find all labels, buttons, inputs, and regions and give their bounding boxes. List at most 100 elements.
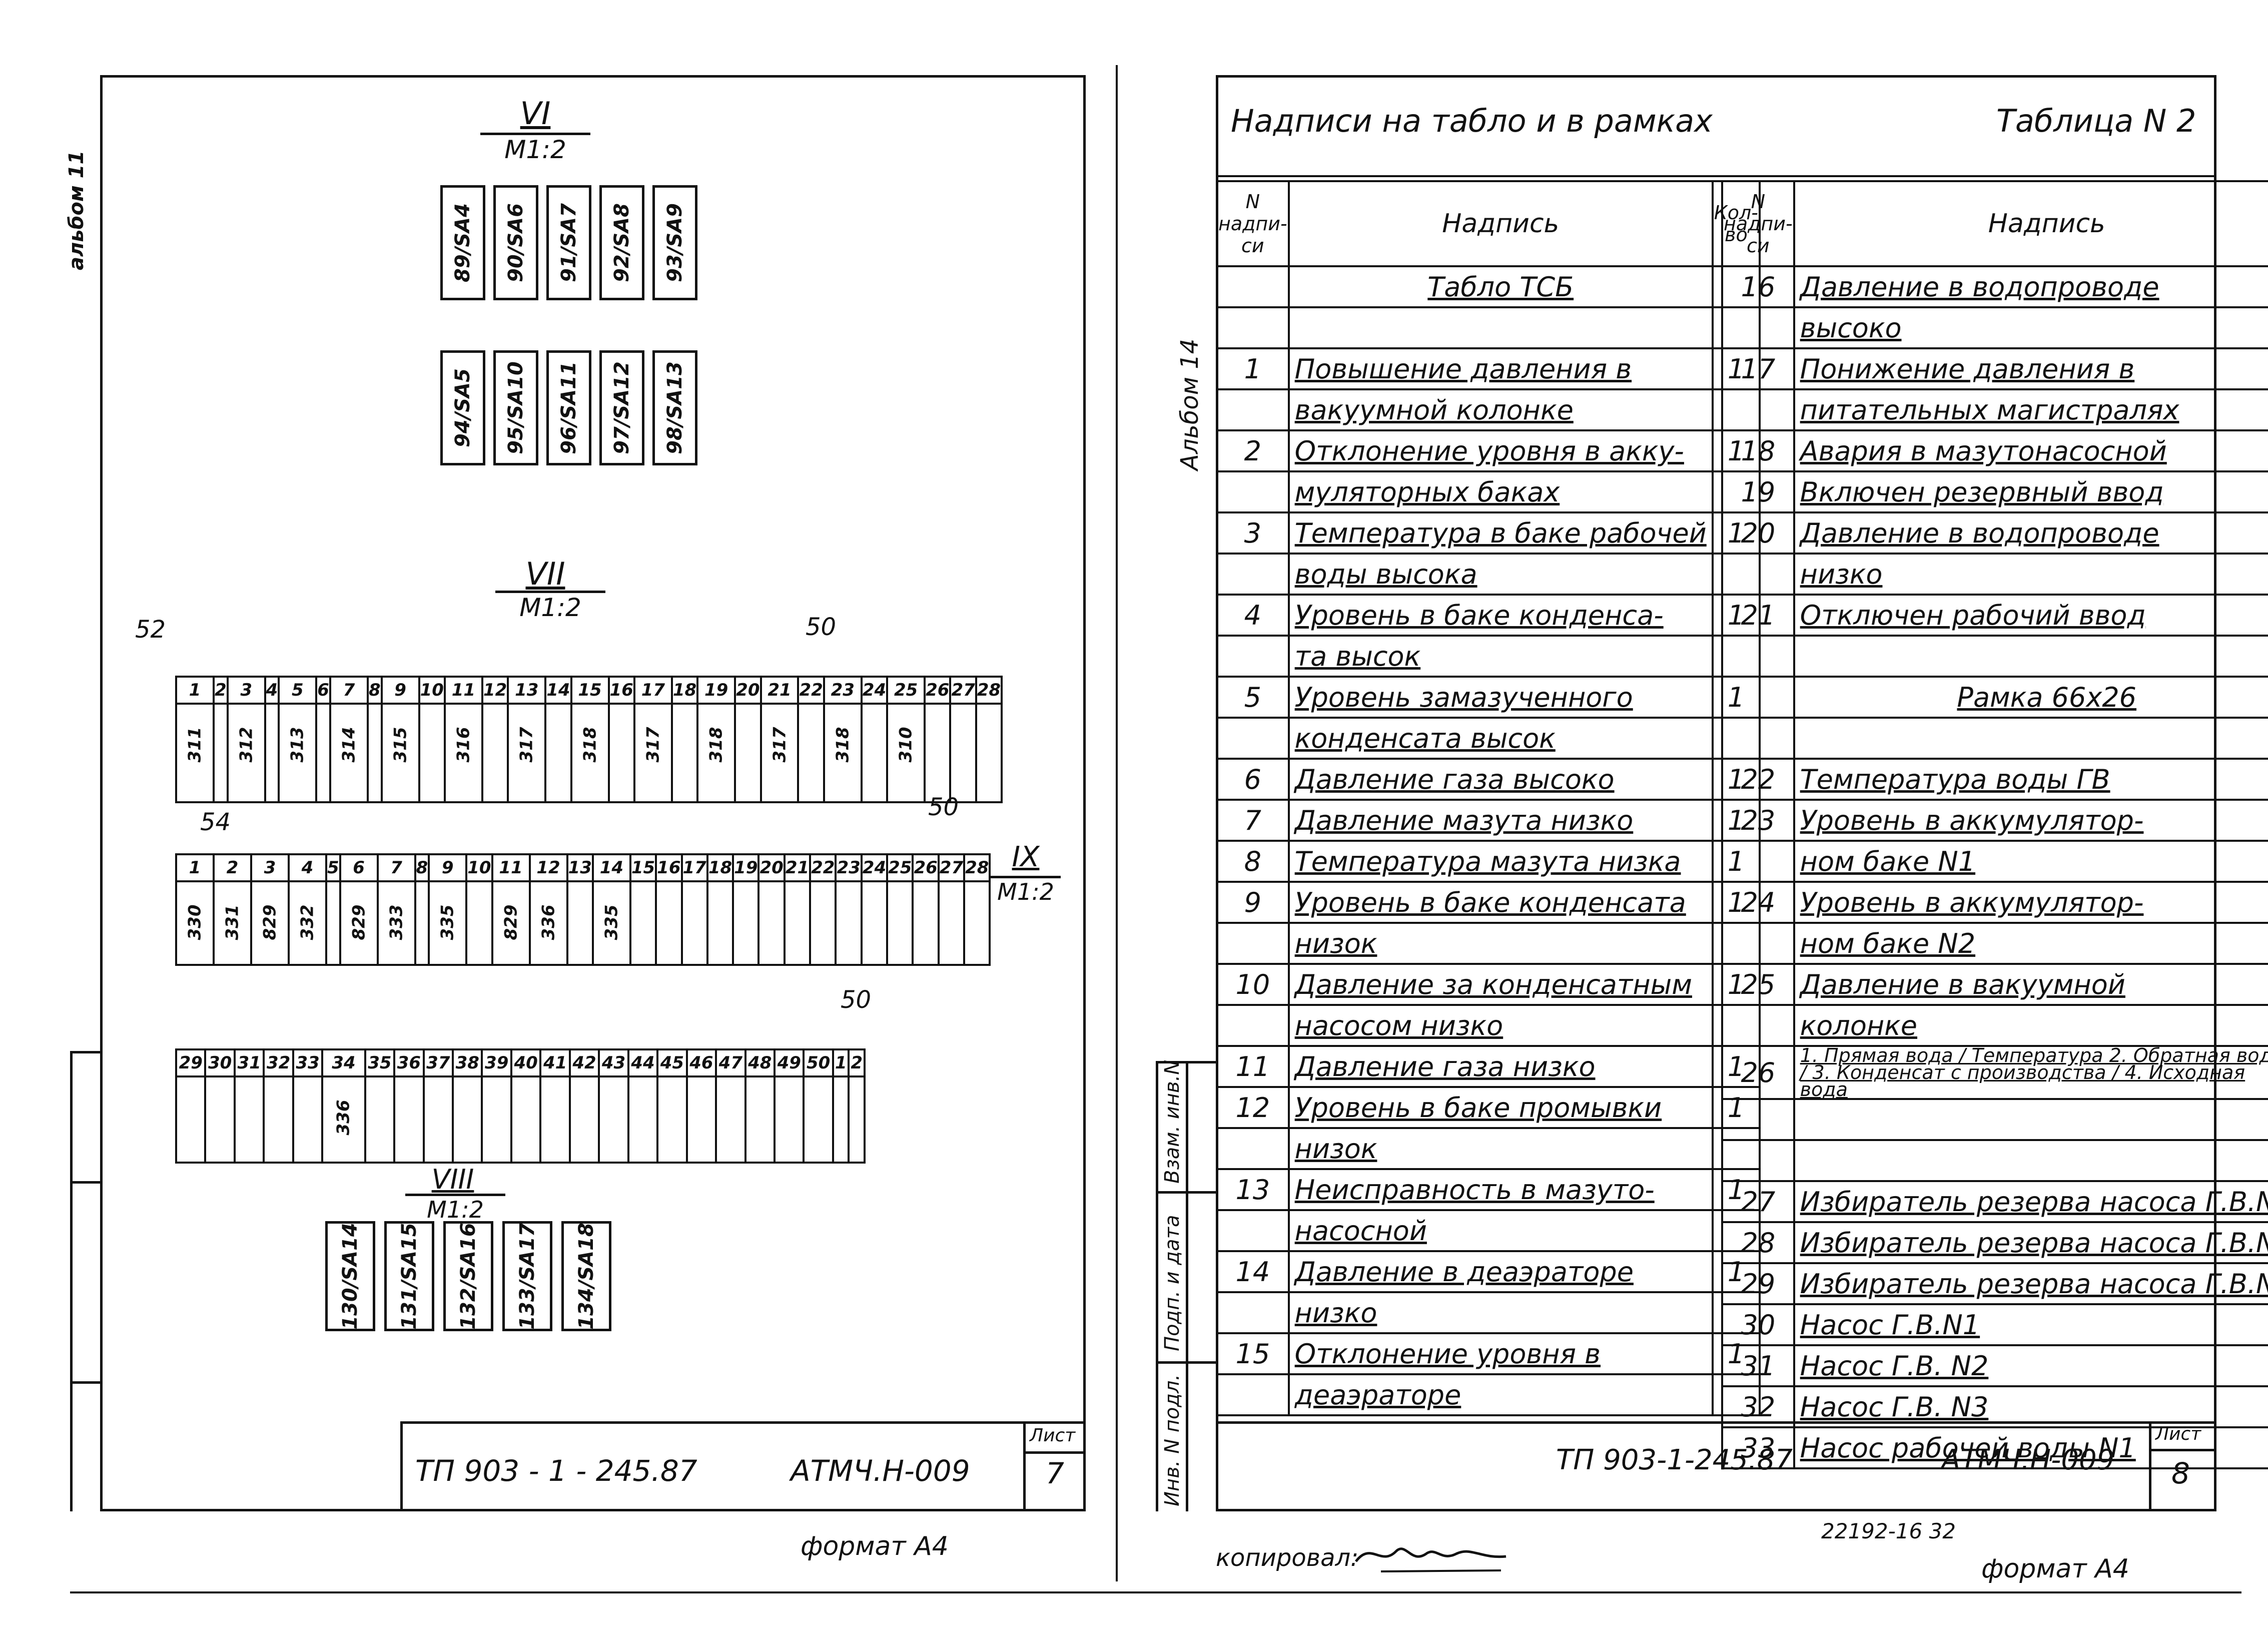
- view-vii-numeral: VII: [525, 556, 565, 592]
- terminal-number: 33: [294, 1050, 322, 1077]
- terminal-number: 21: [762, 678, 798, 705]
- label-text: Понижение давления в: [1793, 347, 2268, 390]
- view-ix-scale: M1:2: [991, 876, 1061, 905]
- table-row: [1721, 717, 2268, 760]
- terminal-number: 4: [266, 678, 278, 705]
- switch-label-box: 90/SA6: [493, 185, 538, 300]
- terminal-number: 34: [323, 1050, 364, 1077]
- label-text: Давление газа высоко: [1287, 758, 1714, 801]
- label-text: Насос Г.В. N3: [1793, 1385, 2268, 1428]
- switch-label-box: 93/SA9: [652, 185, 697, 300]
- terminal-number: 17: [635, 678, 671, 705]
- terminal-number: 10: [420, 678, 444, 705]
- view-vii-callout-left: 52: [135, 616, 166, 644]
- wire-marker: 311: [185, 727, 205, 763]
- view-vii-callout-right: 50: [806, 613, 837, 641]
- label-text: Температура воды ГВ: [1793, 758, 2268, 801]
- terminal-number: 40: [512, 1050, 540, 1077]
- wire-marker: 310: [896, 727, 916, 763]
- right-title-block: [1216, 1421, 2216, 1511]
- label-number: 9: [1216, 881, 1290, 924]
- terminal-cell: 32: [263, 1048, 294, 1164]
- label-text: Рамка 66x26: [1793, 676, 2268, 719]
- switch-label-text: 131/SA15: [398, 1223, 421, 1330]
- wire-marker: 318: [580, 727, 600, 763]
- label-number: 4: [1216, 594, 1290, 637]
- label-text: Уровень в аккумулятор-: [1793, 799, 2268, 842]
- copied-label: копировал:: [1216, 1544, 1359, 1572]
- terminal-cell: 6: [315, 676, 331, 803]
- switch-label-box: 97/SA12: [599, 350, 644, 465]
- right-order-number: 22192-16 32: [1821, 1519, 1956, 1543]
- label-number: 13: [1216, 1168, 1290, 1211]
- terminal-cell: 47: [715, 1048, 746, 1164]
- label-text: Давление в водопроводе: [1793, 511, 2268, 555]
- switch-label-text: 130/SA14: [339, 1223, 362, 1330]
- terminal-number: 12: [483, 678, 507, 705]
- header-num-2: N надпи-си: [1721, 180, 1795, 267]
- table-number: Таблица N 2: [1996, 103, 2196, 139]
- table-row: [1216, 306, 1761, 349]
- terminal-cell: 50: [803, 1048, 834, 1164]
- terminal-number: 28: [965, 855, 989, 882]
- terminal-cell: 15: [629, 853, 657, 966]
- switch-label-text: 98/SA13: [663, 361, 686, 454]
- terminal-number: 5: [327, 855, 339, 882]
- label-number: 7: [1216, 799, 1290, 842]
- label-number: [1721, 635, 1795, 678]
- terminal-cell: 13: [566, 853, 594, 966]
- label-number: 19: [1721, 470, 1795, 513]
- terminal-cell: 16: [607, 676, 635, 803]
- album-label: Альбом 14: [1176, 338, 1204, 470]
- label-number: [1721, 388, 1795, 431]
- label-text: [1793, 1139, 2268, 1182]
- terminal-number: 47: [717, 1050, 744, 1077]
- table-row: [1721, 1098, 2268, 1141]
- label-text: высоко: [1793, 306, 2268, 349]
- terminal-number: 3: [252, 855, 288, 882]
- terminal-cell: 45: [656, 1048, 688, 1164]
- switch-label-text: 95/SA10: [504, 361, 527, 454]
- wire-marker: 335: [437, 904, 458, 940]
- terminal-number: 41: [541, 1050, 569, 1077]
- left-stamp-border: [70, 1051, 73, 1511]
- label-text: Уровень в баке промывки: [1287, 1086, 1714, 1129]
- terminal-cell: 20: [758, 853, 786, 966]
- label-text: Давление в вакуумной: [1793, 963, 2268, 1006]
- terminal-cell: 14: [544, 676, 572, 803]
- right-title-doc: ТП 903-1-245.87: [1556, 1444, 1793, 1476]
- switch-label-text: 90/SA6: [504, 203, 527, 282]
- wire-marker: 313: [287, 727, 308, 763]
- table-row: [1721, 635, 2268, 678]
- table-row: колонке: [1721, 1004, 2268, 1047]
- terminal-number: 11: [445, 678, 481, 705]
- terminal-number: 6: [341, 855, 377, 882]
- label-text: низко: [1793, 553, 2268, 596]
- left-title-divider: [1023, 1451, 1086, 1454]
- table-row: ном баке N2: [1721, 922, 2268, 965]
- terminal-cell: 2: [213, 676, 229, 803]
- label-number: 26: [1721, 1045, 1795, 1100]
- label-text: Уровень замазученного: [1287, 676, 1714, 719]
- switch-label-text: 132/SA16: [457, 1223, 480, 1330]
- table-row: [1721, 1139, 2268, 1182]
- table-row: низко: [1721, 553, 2268, 596]
- label-text: Отклонение уровня в: [1287, 1332, 1714, 1375]
- wire-marker: 317: [516, 727, 537, 763]
- label-number: 30: [1721, 1303, 1795, 1346]
- label-number: [1216, 388, 1290, 431]
- terminal-number: 27: [939, 855, 964, 882]
- left-stamp-border: [70, 1051, 103, 1053]
- terminal-cell: 18: [706, 853, 734, 966]
